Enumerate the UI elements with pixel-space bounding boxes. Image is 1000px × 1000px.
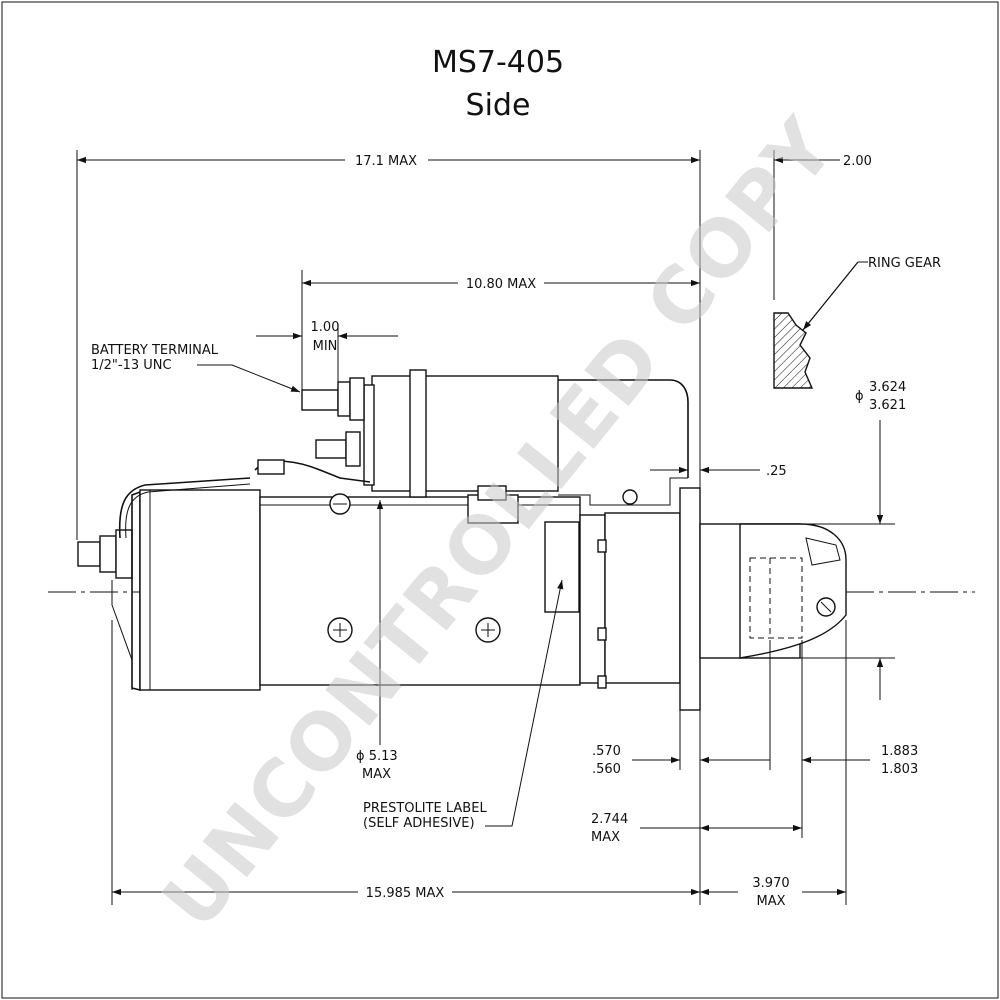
pinion-reach-unit: MAX <box>591 830 620 845</box>
ring-gear-section <box>773 312 814 389</box>
terminal-min-unit: MIN <box>313 339 338 354</box>
overall-length-text: 17.1 MAX <box>355 154 417 169</box>
solenoid-cap <box>363 384 375 486</box>
view-title: Side <box>466 88 531 123</box>
pilot-dia-symbol: ϕ <box>855 389 864 404</box>
pinion-min: 1.803 <box>881 762 918 777</box>
field-wire <box>118 477 251 539</box>
end-cap-outline <box>111 580 133 690</box>
solenoid-length-text: 10.80 MAX <box>466 277 536 292</box>
solenoid-body <box>371 375 559 492</box>
rear-nut-2 <box>115 529 133 579</box>
end-cap <box>131 490 141 692</box>
brush-housing <box>139 489 261 691</box>
body-dia-unit: MAX <box>362 767 391 782</box>
mount-to-rear-text: 15.985 MAX <box>366 886 445 901</box>
solenoid-mount <box>558 379 689 478</box>
rear-nut <box>99 535 117 573</box>
ring-gear-label: RING GEAR <box>868 256 941 271</box>
rear-stud <box>77 541 101 567</box>
frame-housing <box>259 496 581 686</box>
flange-thk-max: .570 <box>592 744 621 759</box>
model-title: MS7-405 <box>432 45 564 80</box>
prestolite-label-text: PRESTOLITE LABEL <box>363 801 487 816</box>
mounting-flange <box>679 487 701 711</box>
terminal-min-text: 1.00 <box>311 320 340 335</box>
nose-assembly <box>699 523 847 659</box>
prestolite-label-patch <box>544 521 580 613</box>
solenoid-assembly <box>254 369 689 524</box>
pinion-max: 1.883 <box>881 744 918 759</box>
screw-3 <box>329 493 351 515</box>
pilot-dia-min: 3.621 <box>869 398 906 413</box>
motor-assembly <box>77 477 701 711</box>
nose-tip <box>739 523 847 659</box>
battery-terminal-label: BATTERY TERMINAL <box>91 343 219 358</box>
nose-length-unit: MAX <box>756 894 785 909</box>
pinion-reach-text: 2.744 <box>591 812 628 827</box>
nose-length-text: 3.970 <box>752 876 789 891</box>
screw-1 <box>327 617 353 643</box>
ring-gear-offset-text: 2.00 <box>843 154 872 169</box>
flange-thk-min: .560 <box>592 762 621 777</box>
pilot-dia-max: 3.624 <box>869 380 906 395</box>
drive-housing-2 <box>604 512 681 684</box>
ring-gear-detail <box>773 150 868 389</box>
flange-gap-text: .25 <box>766 464 787 479</box>
screw-2 <box>475 617 501 643</box>
prestolite-label-sub: (SELF ADHESIVE) <box>363 816 475 831</box>
body-dia-text: ϕ 5.13 <box>356 749 398 764</box>
battery-terminal-thread: 1/2"-13 UNC <box>91 358 172 373</box>
battery-terminal-stud <box>301 389 339 411</box>
